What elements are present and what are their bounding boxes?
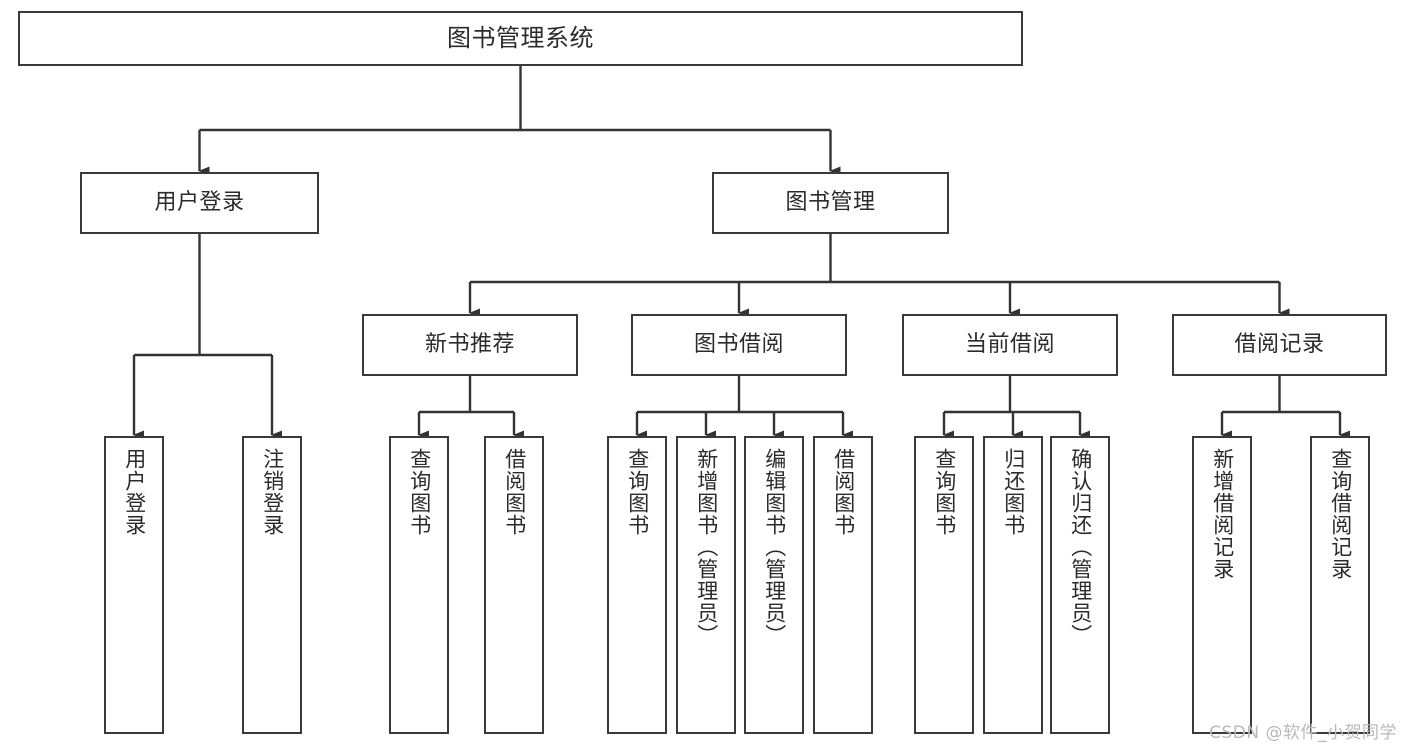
node-leaf-rec-borrow-book[interactable]: 借阅图书 bbox=[484, 436, 544, 734]
node-leaf-bb-edit-book[interactable]: 编辑图书（管理员） bbox=[744, 436, 804, 734]
node-label-leaf-rec-query-book: 查询图书 bbox=[407, 448, 432, 536]
node-label-borrow-record: 借阅记录 bbox=[1234, 331, 1325, 357]
node-leaf-user-login[interactable]: 用户登录 bbox=[104, 436, 164, 734]
node-label-leaf-rec-borrow-book: 借阅图书 bbox=[502, 448, 527, 536]
node-leaf-user-logout[interactable]: 注销登录 bbox=[242, 436, 302, 734]
node-label-leaf-bb-edit-book: 编辑图书（管理员） bbox=[762, 448, 787, 646]
node-leaf-cb-query-book[interactable]: 查询图书 bbox=[914, 436, 974, 734]
watermark-label: CSDN @软件_小贺同学 bbox=[1209, 723, 1397, 743]
node-user-login[interactable]: 用户登录 bbox=[80, 172, 319, 234]
node-leaf-rec-query-book[interactable]: 查询图书 bbox=[389, 436, 449, 734]
node-label-leaf-cb-query-book: 查询图书 bbox=[932, 448, 957, 536]
node-leaf-br-query-record[interactable]: 查询借阅记录 bbox=[1310, 436, 1370, 734]
node-borrow-record[interactable]: 借阅记录 bbox=[1172, 314, 1387, 376]
node-label-leaf-br-query-record: 查询借阅记录 bbox=[1328, 448, 1353, 580]
node-label-leaf-bb-add-book: 新增图书（管理员） bbox=[694, 448, 719, 646]
node-label-leaf-bb-query-book: 查询图书 bbox=[625, 448, 650, 536]
edge-group bbox=[132, 66, 1350, 440]
node-label-new-book-rec: 新书推荐 bbox=[424, 331, 515, 357]
node-label-root: 图书管理系统 bbox=[447, 24, 594, 53]
node-label-leaf-br-add-record: 新增借阅记录 bbox=[1210, 448, 1235, 580]
node-label-user-login: 用户登录 bbox=[154, 189, 245, 215]
node-label-book-manage: 图书管理 bbox=[785, 189, 876, 215]
node-label-book-borrow: 图书借阅 bbox=[693, 331, 784, 357]
node-book-manage[interactable]: 图书管理 bbox=[712, 172, 949, 234]
node-current-borrow[interactable]: 当前借阅 bbox=[902, 314, 1118, 376]
node-label-leaf-bb-borrow-book: 借阅图书 bbox=[831, 448, 856, 536]
node-label-current-borrow: 当前借阅 bbox=[964, 331, 1055, 357]
node-label-leaf-cb-confirm-return: 确认归还（管理员） bbox=[1068, 448, 1093, 646]
node-leaf-bb-borrow-book[interactable]: 借阅图书 bbox=[813, 436, 873, 734]
node-new-book-rec[interactable]: 新书推荐 bbox=[362, 314, 578, 376]
node-label-leaf-user-logout: 注销登录 bbox=[260, 448, 285, 536]
node-label-leaf-user-login: 用户登录 bbox=[122, 448, 147, 536]
node-leaf-cb-return-book[interactable]: 归还图书 bbox=[983, 436, 1043, 734]
node-root[interactable]: 图书管理系统 bbox=[18, 11, 1023, 66]
node-leaf-bb-query-book[interactable]: 查询图书 bbox=[607, 436, 667, 734]
node-leaf-bb-add-book[interactable]: 新增图书（管理员） bbox=[676, 436, 736, 734]
node-book-borrow[interactable]: 图书借阅 bbox=[631, 314, 847, 376]
node-leaf-cb-confirm-return[interactable]: 确认归还（管理员） bbox=[1050, 436, 1110, 734]
node-leaf-br-add-record[interactable]: 新增借阅记录 bbox=[1192, 436, 1252, 734]
node-label-leaf-cb-return-book: 归还图书 bbox=[1001, 448, 1026, 536]
